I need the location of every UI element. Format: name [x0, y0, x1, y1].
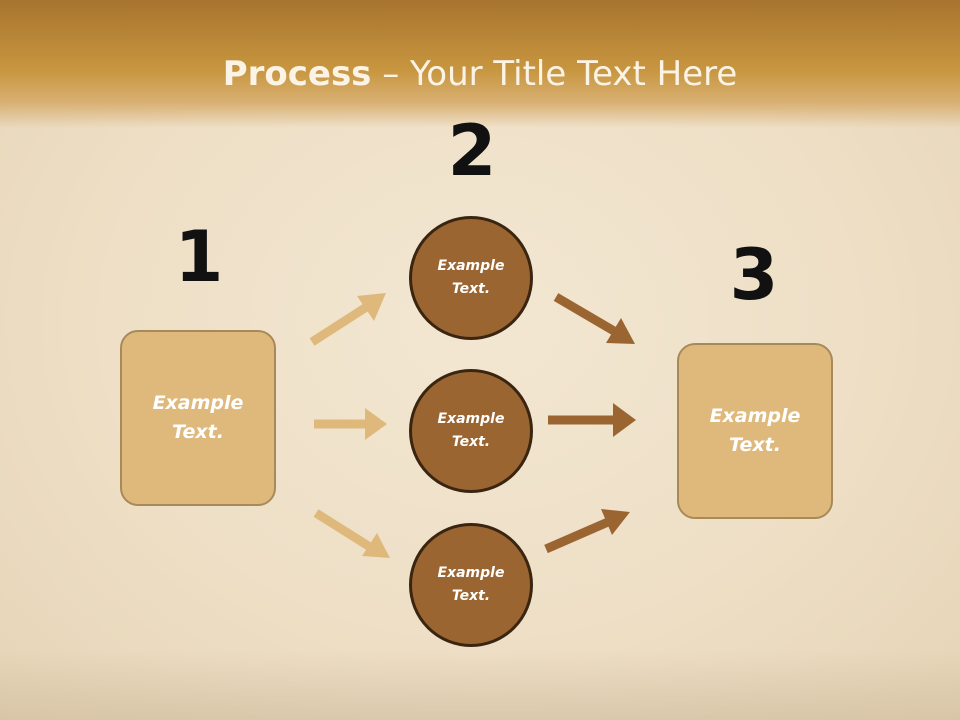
process-circle-bottom: Example Text. — [409, 523, 533, 647]
step-number-1: 1 — [174, 216, 224, 298]
arrow-middle-to-right — [548, 403, 636, 437]
process-box-left: Example Text. — [120, 330, 276, 506]
arrow-bottom-to-right — [544, 509, 630, 554]
process-circle-top-text: Example Text. — [437, 258, 505, 297]
process-box-right-text: Example Text. — [709, 405, 801, 456]
arrow-left-to-bottom — [313, 509, 390, 558]
process-circle-top: Example Text. — [409, 216, 533, 340]
title-strong: Process — [222, 54, 372, 94]
process-box-right: Example Text. — [677, 343, 833, 519]
process-circle-middle: Example Text. — [409, 369, 533, 493]
step-number-3: 3 — [729, 234, 779, 316]
process-box-left-text: Example Text. — [152, 392, 244, 443]
slide-title: Process – Your Title Text Here — [0, 52, 960, 96]
process-circle-middle-text: Example Text. — [437, 411, 505, 450]
arrow-left-to-top — [309, 293, 386, 346]
background-texture — [0, 650, 960, 720]
title-bar — [0, 0, 960, 128]
step-number-2: 2 — [447, 110, 497, 192]
arrow-top-to-right — [553, 293, 635, 344]
arrow-left-to-middle — [314, 408, 387, 440]
title-rest: – Your Title Text Here — [371, 54, 738, 94]
process-circle-bottom-text: Example Text. — [437, 565, 505, 604]
